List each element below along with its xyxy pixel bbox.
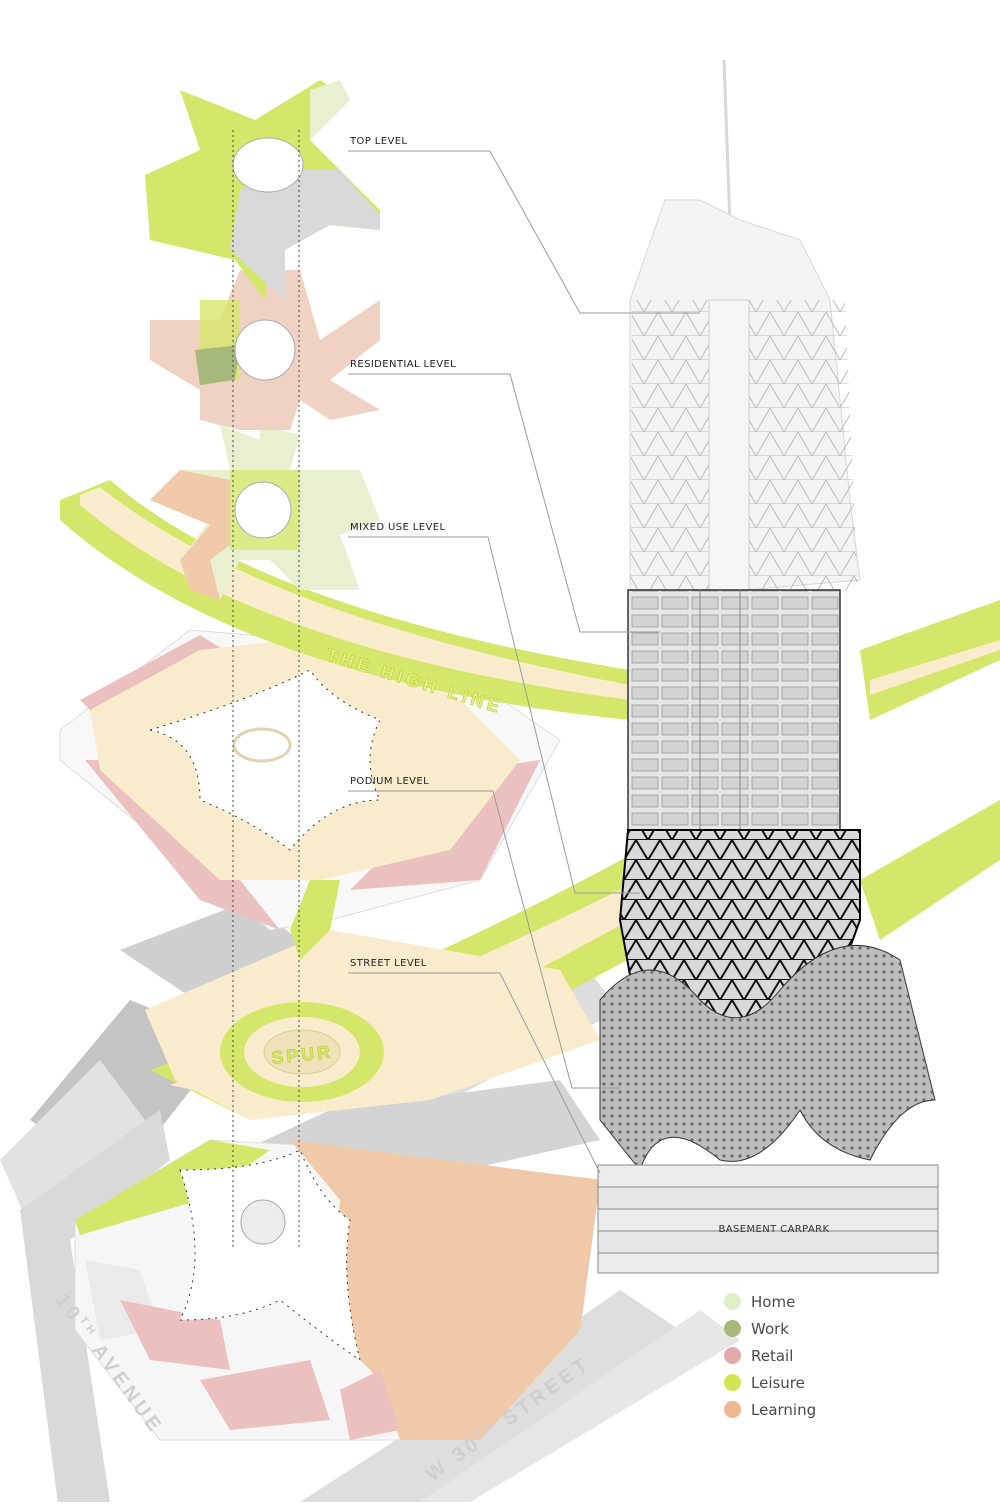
basement-carpark-label: BASEMENT CARPARK	[718, 1224, 830, 1235]
legend-label: Learning	[751, 1400, 817, 1419]
residential-level-label: RESIDENTIAL LEVEL	[350, 359, 457, 370]
street-level-label: STREET LEVEL	[350, 958, 427, 969]
legend-item-learning: Learning	[724, 1396, 816, 1423]
legend: Home Work Retail Leisure Learning	[724, 1288, 816, 1423]
podium-level-plan	[59, 629, 561, 960]
legend-swatch-leisure	[724, 1374, 741, 1391]
legend-label: Leisure	[751, 1373, 805, 1392]
legend-label: Work	[751, 1319, 789, 1338]
legend-item-home: Home	[724, 1288, 816, 1315]
tower-shaft	[627, 589, 841, 831]
street-level-plan	[74, 1139, 601, 1441]
legend-item-leisure: Leisure	[724, 1369, 816, 1396]
legend-item-work: Work	[724, 1315, 816, 1342]
legend-swatch-work	[724, 1320, 741, 1337]
mixed-use-level-label: MIXED USE LEVEL	[350, 522, 446, 533]
legend-label: Retail	[751, 1346, 794, 1365]
mixed-use-level-plan	[150, 425, 380, 600]
top-level-label: TOP LEVEL	[350, 136, 408, 147]
leader-lines	[348, 150, 700, 1174]
legend-swatch-learning	[724, 1401, 741, 1418]
legend-item-retail: Retail	[724, 1342, 816, 1369]
spur-plaza	[145, 930, 600, 1120]
core-axis-lines	[232, 130, 300, 1250]
top-level-plan	[145, 80, 380, 300]
residential-level-plan	[150, 270, 380, 430]
tower-crown	[629, 59, 861, 611]
legend-swatch-retail	[724, 1347, 741, 1364]
tower-basement	[597, 1164, 939, 1274]
tower-canopy	[599, 945, 936, 1172]
legend-swatch-home	[724, 1293, 741, 1310]
podium-level-label: PODIUM LEVEL	[350, 776, 430, 787]
legend-label: Home	[751, 1292, 796, 1311]
high-line-upper	[60, 480, 1000, 720]
